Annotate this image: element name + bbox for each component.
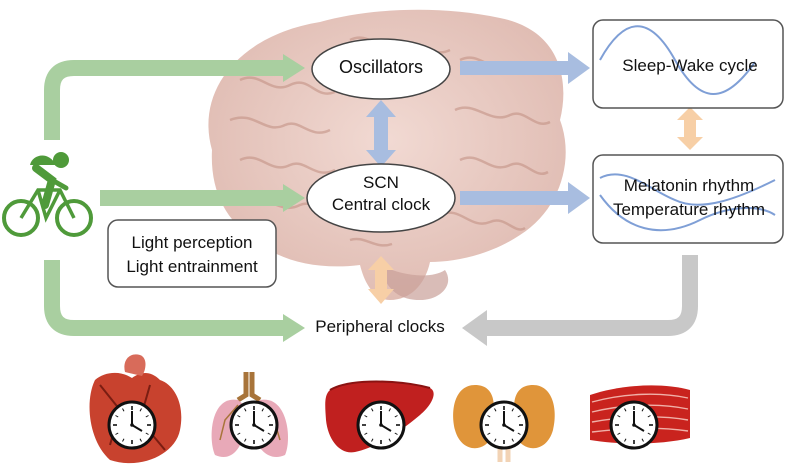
rhythm-wave-2 xyxy=(599,194,776,232)
light-entrainment-label: Light entrainment xyxy=(126,257,258,276)
clock-icon xyxy=(107,400,659,450)
rhythm-box xyxy=(592,154,784,244)
green-arrowheads xyxy=(283,54,305,342)
orange-arrows xyxy=(368,107,703,304)
temperature-label: Temperature rhythm xyxy=(612,200,766,219)
sleep-wake-label: Sleep-Wake cycle xyxy=(622,56,758,75)
peripheral-clocks-label: Peripheral clocks xyxy=(315,317,445,336)
melatonin-label: Melatonin rhythm xyxy=(623,176,755,195)
scn-label: SCN xyxy=(363,173,399,192)
light-box xyxy=(107,219,277,288)
sleep-wake-wave xyxy=(599,25,756,95)
central-clock-label: Central clock xyxy=(331,195,431,214)
arrow-to-oscillators xyxy=(44,60,285,140)
oscillators-label: Oscillators xyxy=(338,57,423,77)
cyclist-icon xyxy=(2,152,93,237)
gray-arrow xyxy=(462,255,698,346)
green-arrows xyxy=(44,60,285,336)
sleep-wake-box xyxy=(592,19,784,109)
oscillators-node xyxy=(311,38,451,100)
blue-arrows xyxy=(366,52,590,214)
arrow-to-peripheral xyxy=(44,260,285,336)
rhythm-wave-1 xyxy=(599,173,776,206)
scn-node xyxy=(306,163,456,233)
light-perception-label: Light perception xyxy=(131,233,253,252)
